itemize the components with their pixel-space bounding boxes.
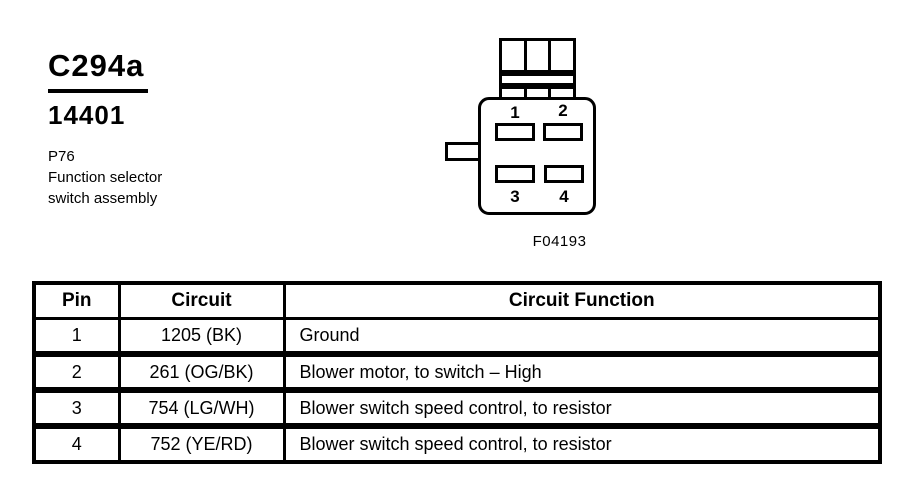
- latch-tab-cell: [502, 41, 527, 70]
- segment-cell: [502, 89, 527, 99]
- pin-cavity-2: [543, 123, 583, 141]
- column-header-circuit-function: Circuit Function: [282, 281, 882, 320]
- connector-id-title: C294a: [48, 48, 149, 93]
- connector-latch-tabs: [499, 38, 576, 73]
- column-header-circuit: Circuit: [117, 281, 286, 320]
- segment-cell: [527, 89, 552, 99]
- connector-diagram: 1 2 3 4 F04193: [440, 30, 660, 260]
- circuit-cell: 752 (YE/RD): [117, 423, 286, 464]
- pin-cell: 1: [32, 316, 121, 356]
- table-row: 2 261 (OG/BK) Blower motor, to switch – …: [32, 351, 882, 392]
- component-description: P76 Function selector switch assembly: [48, 146, 162, 209]
- circuit-function-cell: Blower motor, to switch – High: [282, 351, 882, 392]
- pin-label-3: 3: [510, 187, 520, 206]
- pin-cell: 4: [32, 423, 121, 464]
- component-name-line1: Function selector: [48, 169, 163, 186]
- table-header-row: Pin Circuit Circuit Function: [32, 281, 882, 320]
- pin-cavity-4: [544, 165, 584, 183]
- pin-label-2: 2: [558, 101, 568, 120]
- connector-body: 1 2 3 4: [478, 97, 596, 215]
- pinout-table: Pin Circuit Circuit Function 1 1205 (BK)…: [32, 281, 882, 464]
- column-header-pin: Pin: [32, 281, 121, 320]
- figure-number: F04193: [532, 233, 587, 250]
- circuit-cell: 754 (LG/WH): [117, 387, 286, 428]
- table-row: 1 1205 (BK) Ground: [32, 316, 882, 356]
- circuit-cell: 1205 (BK): [117, 316, 286, 356]
- circuit-function-cell: Blower switch speed control, to resistor: [282, 387, 882, 428]
- latch-tab-cell: [551, 41, 573, 70]
- table-row: 4 752 (YE/RD) Blower switch speed contro…: [32, 423, 882, 464]
- circuit-cell: 261 (OG/BK): [117, 351, 286, 392]
- latch-tab-cell: [527, 41, 552, 70]
- connector-side-tab: [445, 142, 481, 161]
- pin-label-4: 4: [559, 187, 569, 206]
- circuit-function-cell: Blower switch speed control, to resistor: [282, 423, 882, 464]
- part-number: 14401: [48, 100, 126, 130]
- pin-label-1: 1: [510, 103, 520, 122]
- pinout-table-container: Pin Circuit Circuit Function 1 1205 (BK)…: [32, 281, 882, 464]
- pin-cavity-1: [495, 123, 535, 141]
- circuit-function-cell: Ground: [282, 316, 882, 356]
- table-row: 3 754 (LG/WH) Blower switch speed contro…: [32, 387, 882, 428]
- component-ref: P76: [48, 148, 75, 165]
- component-name-line2: switch assembly: [48, 190, 158, 207]
- pin-cell: 3: [32, 387, 121, 428]
- pin-cell: 2: [32, 351, 121, 392]
- pin-cavity-3: [495, 165, 535, 183]
- connector-collar-band: [499, 73, 576, 86]
